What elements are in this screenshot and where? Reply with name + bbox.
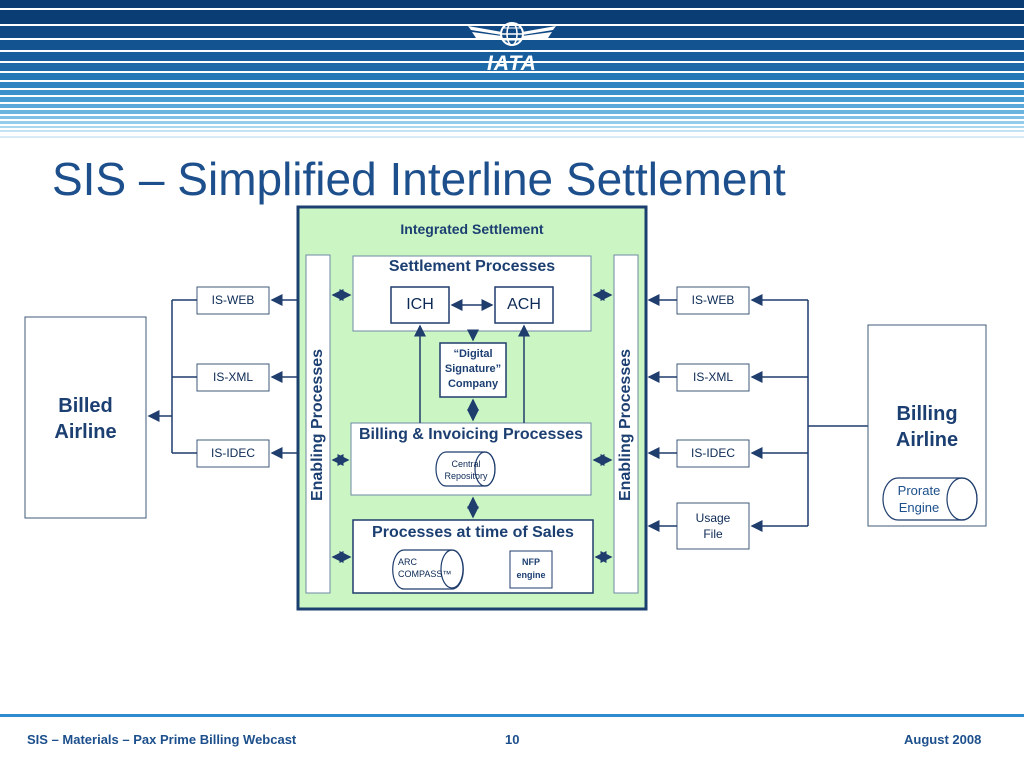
globe-wings-icon <box>468 22 556 46</box>
page-number: 10 <box>505 732 520 747</box>
nfp-engine-box <box>509 550 553 589</box>
right-is-idec-box <box>676 439 750 468</box>
prorate-engine-label: Prorate Engine <box>897 483 941 515</box>
billed-airline-box <box>24 316 147 519</box>
central-repository-label: Central Repository <box>444 459 488 481</box>
enabling-processes-left-label: Enabling Processes <box>309 348 326 502</box>
billing-processes-label: Billing & Invoicing Processes <box>358 426 584 443</box>
left-is-idec-label: IS-IDEC <box>210 446 255 460</box>
footer-rule <box>0 714 1024 717</box>
right-is-xml-label: IS-XML <box>692 370 733 384</box>
left-is-web-box <box>196 286 270 315</box>
ich-box <box>390 286 450 324</box>
enabling-bar-right <box>613 254 639 594</box>
enabling-bar-left <box>305 254 331 594</box>
left-is-xml-box <box>196 363 270 392</box>
header-band: IATA <box>0 0 1024 151</box>
settlement-processes-label: Settlement Processes <box>388 258 556 275</box>
billed-airline-label: Billed Airline <box>54 395 117 443</box>
arc-compass-label: ARC COMPASS™ <box>398 557 452 579</box>
digital-signature-box <box>439 342 507 398</box>
right-is-web-box <box>676 286 750 315</box>
digital-signature-label: “Digital Signature” Company <box>444 348 502 390</box>
page-title: SIS – Simplified Interline Settlement <box>52 153 786 205</box>
right-is-xml-box <box>676 363 750 392</box>
footer-date: August 2008 <box>904 732 982 747</box>
right-is-idec-label: IS-IDEC <box>690 446 735 460</box>
usage-file-label: Usage File <box>695 511 731 541</box>
nfp-engine-label: NFP engine <box>516 557 546 580</box>
sales-processes-label: Processes at time of Sales <box>372 524 574 541</box>
enabling-processes-right-label: Enabling Processes <box>617 348 634 502</box>
sales-processes-box <box>352 519 594 594</box>
left-is-idec-box <box>196 439 270 468</box>
logo-text: IATA <box>487 52 537 75</box>
ach-box <box>494 286 554 324</box>
right-is-web-label: IS-WEB <box>691 293 735 307</box>
footer-left-text: SIS – Materials – Pax Prime Billing Webc… <box>27 732 297 747</box>
left-is-web-label: IS-WEB <box>211 293 255 307</box>
left-is-xml-label: IS-XML <box>212 370 253 384</box>
ach-label: ACH <box>507 296 541 313</box>
ich-label: ICH <box>406 296 434 313</box>
billing-airline-label: Billing Airline <box>895 403 959 451</box>
integrated-settlement-label: Integrated Settlement <box>400 221 544 237</box>
iata-logo: IATA <box>466 18 558 76</box>
